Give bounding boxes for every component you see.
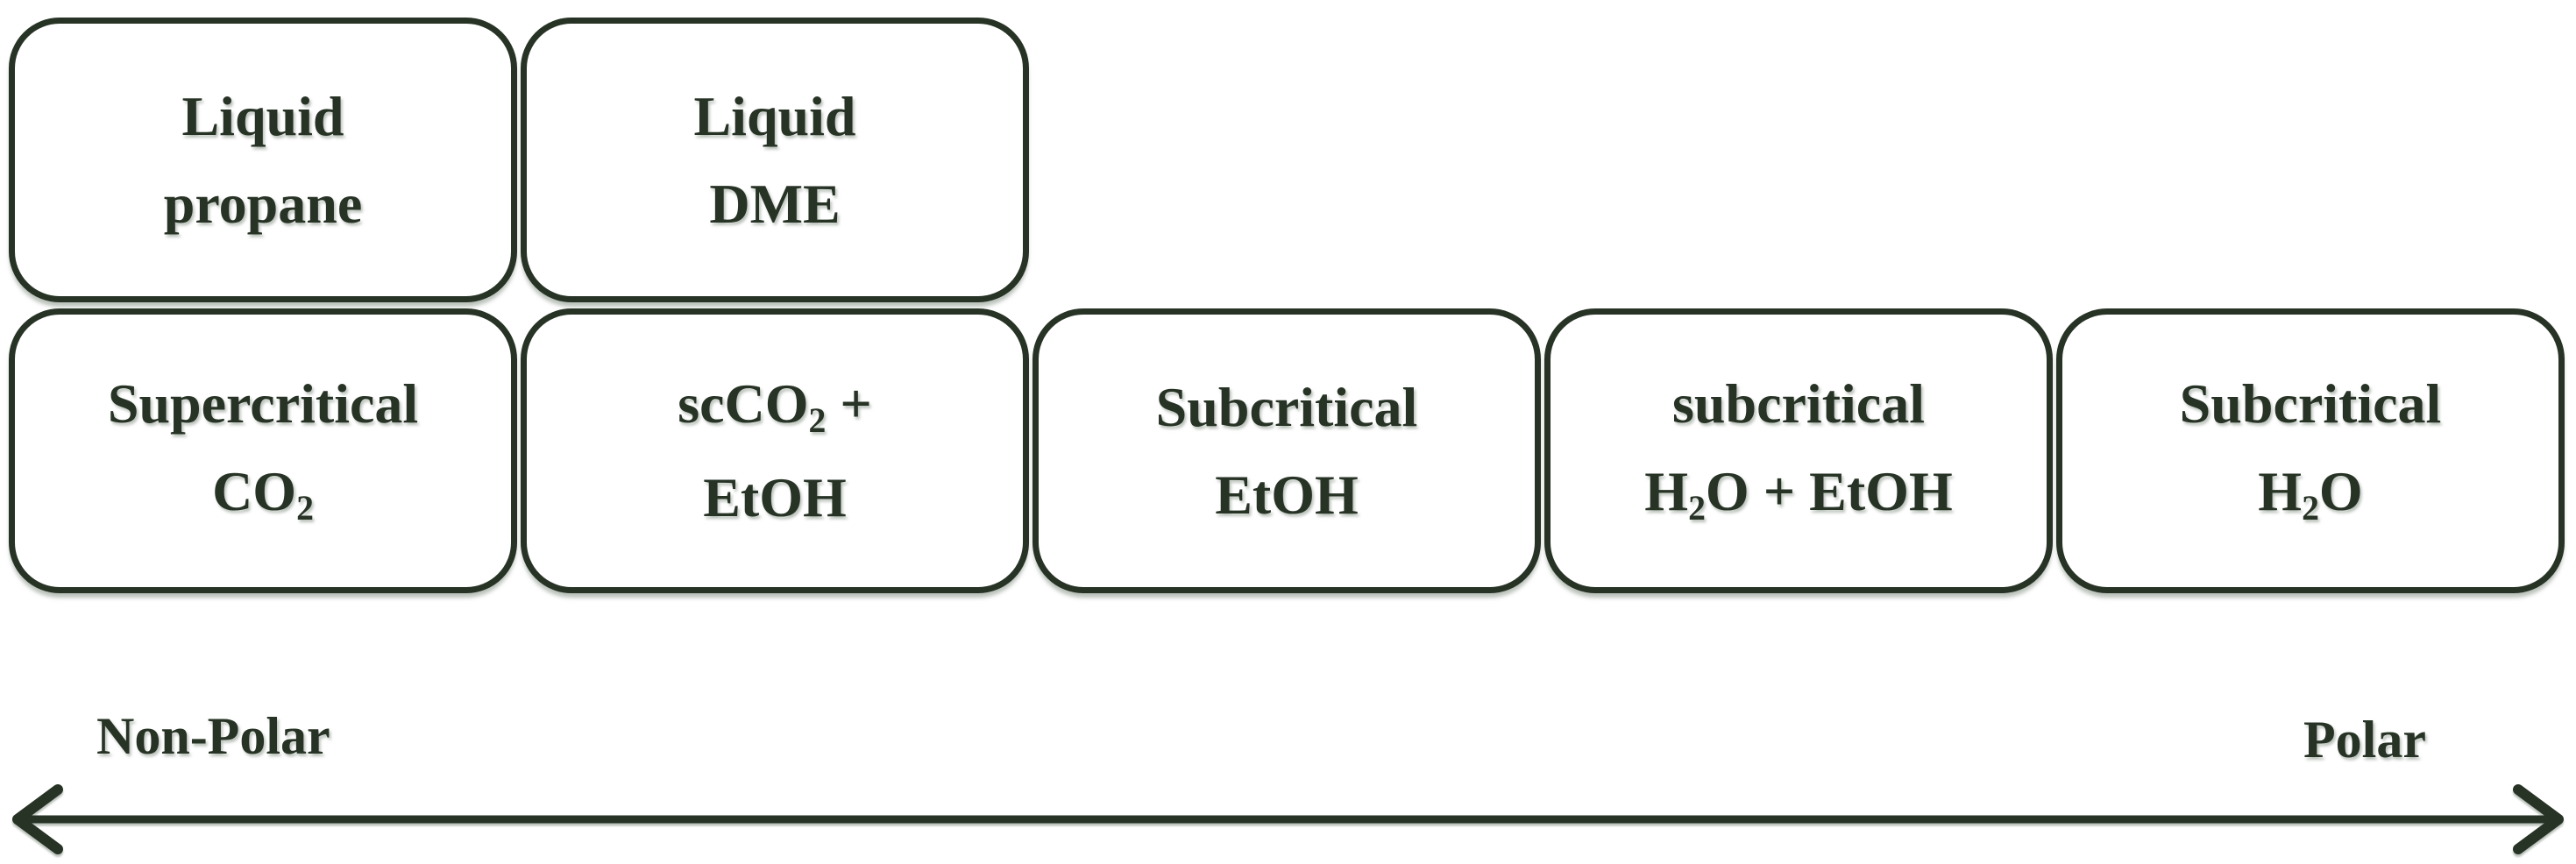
bottom-solvent-row: Supercritical CO2 scCO2 + EtOH Subcritic… xyxy=(9,308,2565,593)
top-solvent-row: Liquid propane Liquid DME xyxy=(9,18,1029,302)
box-subcritical-h2o: Subcritical H2O xyxy=(2056,308,2565,593)
box-label-line: Supercritical xyxy=(107,372,419,435)
box-label-line: Subcritical xyxy=(2179,372,2442,435)
box-label-line: H2O + EtOH xyxy=(1644,459,1953,528)
box-label-line: EtOH xyxy=(1215,463,1359,526)
box-subcritical-h2o-etoh: subcritical H2O + EtOH xyxy=(1544,308,2053,593)
box-liquid-dme: Liquid DME xyxy=(521,18,1029,302)
polarity-axis-arrow xyxy=(12,784,2564,854)
arrow-left-head xyxy=(12,784,63,854)
box-label-line: CO2 xyxy=(212,459,314,528)
box-label-line: subcritical xyxy=(1672,372,1925,435)
box-label-line: Liquid xyxy=(693,84,856,147)
box-label-line: scCO2 + xyxy=(678,372,872,440)
box-label-line: H2O xyxy=(2258,459,2363,528)
box-label-line: EtOH xyxy=(703,466,847,529)
box-label-line: Liquid xyxy=(181,84,344,147)
box-label-line: Subcritical xyxy=(1155,375,1418,438)
box-supercritical-co2: Supercritical CO2 xyxy=(9,308,517,593)
box-liquid-propane: Liquid propane xyxy=(9,18,517,302)
box-scco2-etoh: scCO2 + EtOH xyxy=(521,308,1029,593)
arrow-right-head xyxy=(2513,784,2564,854)
box-label-line: DME xyxy=(709,172,841,235)
non-polar-label: Non-Polar xyxy=(96,707,330,765)
box-label-line: propane xyxy=(163,172,363,235)
polar-label: Polar xyxy=(2303,711,2426,768)
box-subcritical-etoh: Subcritical EtOH xyxy=(1033,308,1541,593)
